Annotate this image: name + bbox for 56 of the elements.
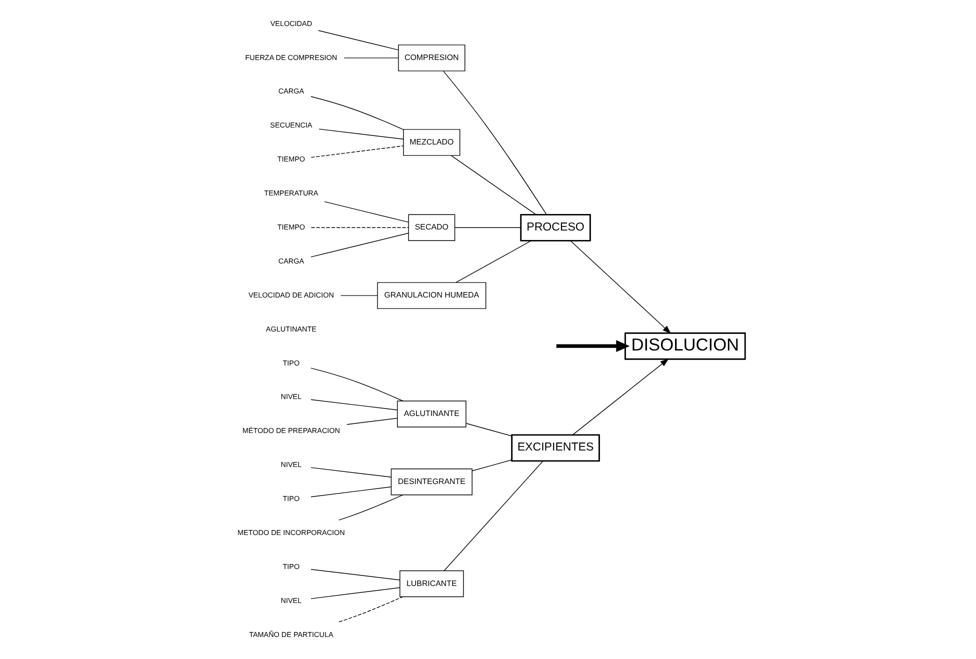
node-text: TIPO: [282, 358, 300, 368]
connector: [472, 460, 512, 472]
arrow: [556, 340, 630, 352]
connector: [338, 596, 404, 622]
node-text: NIVEL: [280, 596, 302, 605]
node-text: TIPO: [282, 494, 300, 504]
connector: [310, 467, 392, 478]
connector: [346, 418, 398, 425]
node-text: FUERZA DE COMPRESION: [245, 52, 338, 62]
connector: [310, 368, 404, 402]
node-text: TAMAÑO DE PARTICULA: [249, 630, 334, 639]
node-text: CARGA: [278, 86, 304, 96]
connector: [310, 569, 400, 580]
connector: [310, 486, 392, 498]
connector: [340, 295, 378, 296]
node-text: NIVEL: [280, 392, 302, 402]
connector: [338, 494, 404, 520]
connector: [310, 227, 409, 228]
connector: [454, 227, 522, 228]
label: AGLUTINANTE: [266, 324, 316, 334]
node-box: DISOLUCION: [624, 332, 746, 360]
node-box: GRANULACION HUMEDA: [377, 282, 486, 309]
node-box: DESINTEGRANTE: [390, 468, 472, 496]
node-text: SECUENCIA: [270, 120, 312, 130]
arrow: [570, 240, 672, 334]
connector: [443, 70, 547, 215]
node-box: LUBRICANTE: [400, 570, 464, 598]
node-box: AGLUTINANTE: [397, 400, 466, 428]
node-text: CARGA: [278, 256, 304, 266]
connector: [318, 128, 404, 140]
connector: [324, 201, 409, 223]
node-text: TIEMPO: [277, 222, 306, 232]
node-text: TIEMPO: [277, 154, 306, 164]
node-text: VELOCIDAD: [270, 18, 312, 28]
connector: [456, 240, 532, 283]
node-text: VELOCIDAD DE ADICION: [248, 290, 334, 300]
connector: [444, 460, 544, 572]
connector: [310, 96, 404, 130]
node-box: SECADO: [408, 214, 456, 242]
node-text: TEMPERATURA: [264, 188, 318, 198]
node-box: COMPRESION: [398, 44, 466, 72]
node-text: TIPO: [282, 562, 300, 571]
node-box: PROCESO: [520, 214, 591, 242]
node-text: NIVEL: [280, 460, 302, 470]
connector: [310, 232, 409, 258]
connector: [318, 30, 399, 50]
connector: [450, 155, 536, 216]
arrow: [572, 358, 669, 436]
connector: [310, 587, 400, 600]
node-text: MÉTODO DE PREPARACION: [242, 426, 340, 436]
node-text: METODO DE INCORPORACION: [238, 528, 345, 537]
connector: [310, 399, 398, 410]
connector: [310, 146, 404, 158]
connector: [466, 423, 512, 436]
node-box: MEZCLADO: [403, 129, 460, 156]
node-box: EXCIPIENTES: [511, 434, 600, 462]
